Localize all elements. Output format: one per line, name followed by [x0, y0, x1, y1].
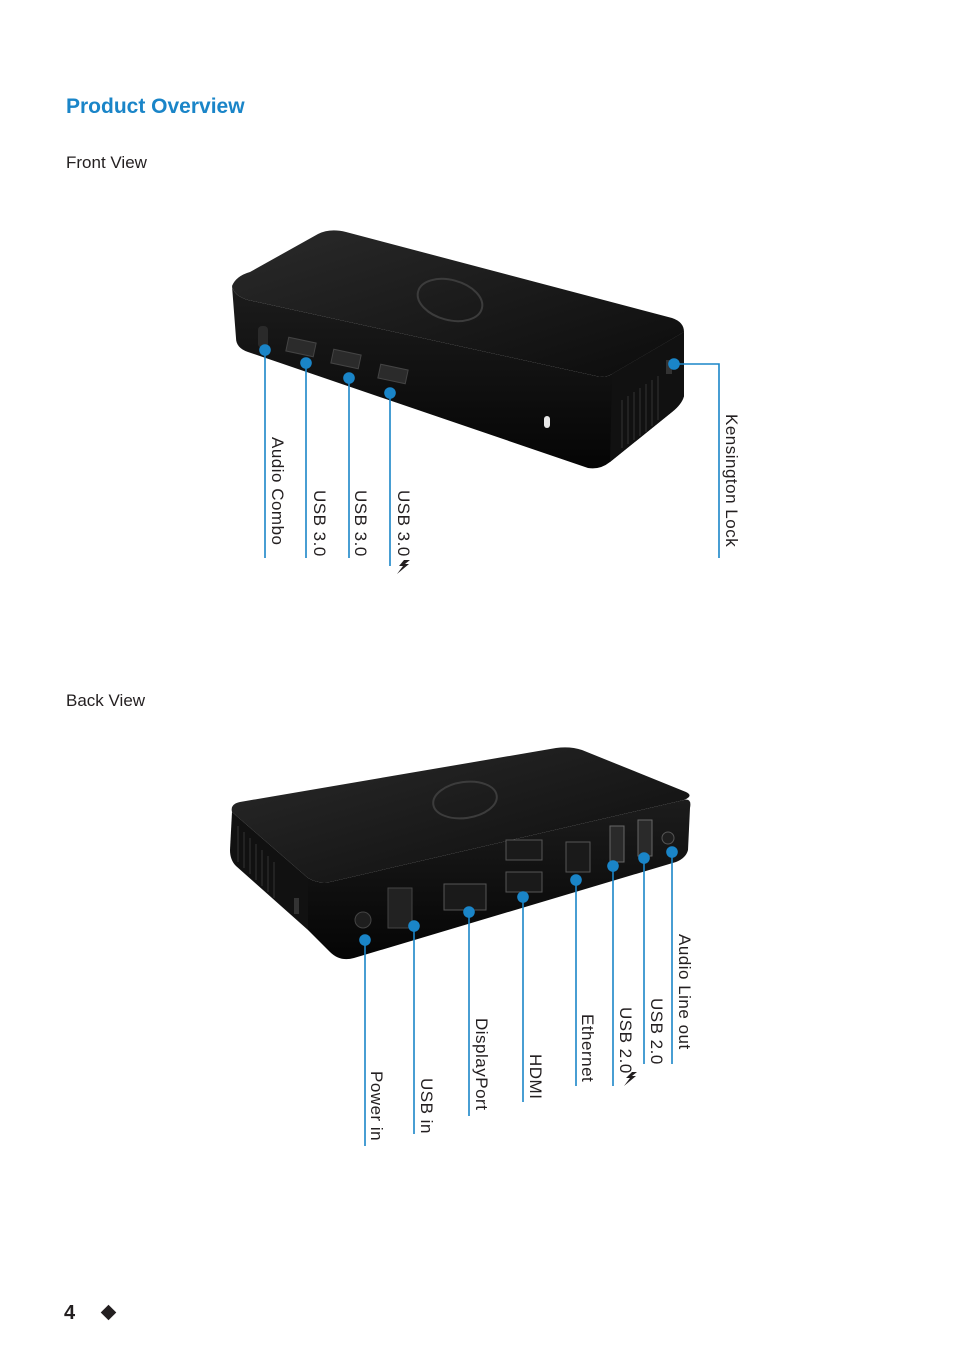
lightning-icon — [397, 560, 410, 574]
page-title: Product Overview — [66, 95, 245, 118]
callout-displayport: DisplayPort — [472, 1018, 491, 1111]
front-view-heading: Front View — [66, 153, 147, 172]
callout-audio-combo: Audio Combo — [268, 437, 287, 546]
front-device — [232, 230, 684, 469]
callout-usb-3-0-charging: USB 3.0 — [394, 490, 413, 557]
callout-kensington-lock: Kensington Lock — [722, 414, 741, 548]
callout-usb-3-0: USB 3.0 — [351, 490, 370, 557]
callout-power-in: Power in — [367, 1071, 386, 1142]
back-device — [230, 747, 691, 960]
callout-audio-line-out: Audio Line out — [675, 934, 694, 1050]
callout-ethernet: Ethernet — [578, 1014, 597, 1083]
callout-usb-2-0: USB 2.0 — [647, 998, 666, 1065]
lightning-icon — [624, 1072, 637, 1086]
back-view-heading: Back View — [66, 691, 146, 710]
callout-usb-3-0: USB 3.0 — [310, 490, 329, 557]
callout-hdmi: HDMI — [526, 1054, 545, 1100]
page-number: 4 — [64, 1302, 76, 1324]
callout-usb-in: USB in — [417, 1078, 436, 1134]
callout-usb-2-0-charging: USB 2.0 — [616, 1007, 635, 1074]
